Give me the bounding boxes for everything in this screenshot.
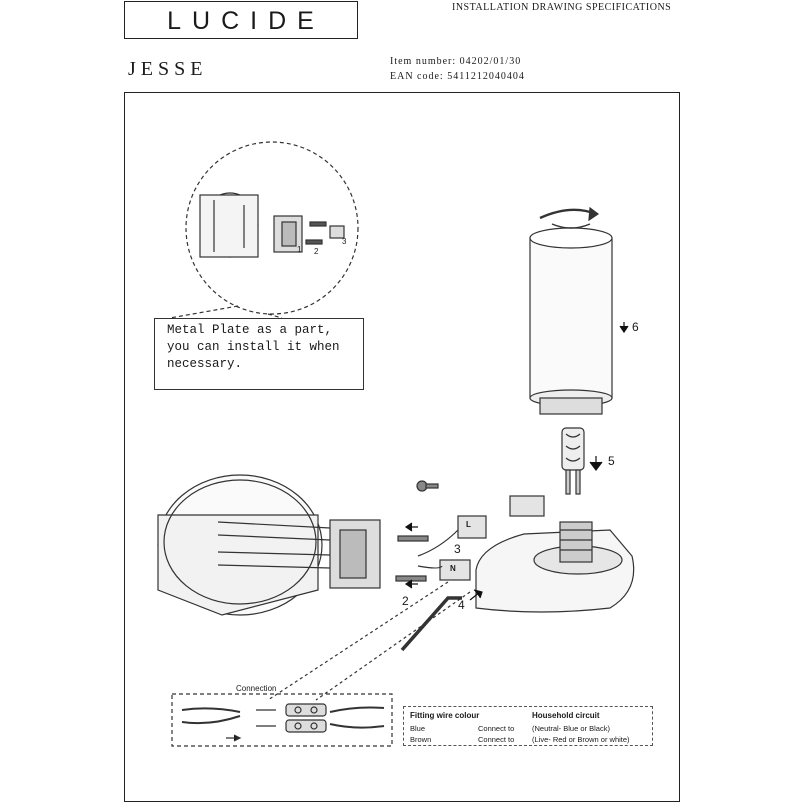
- ean-code: EAN code: 5411212040404: [390, 71, 525, 82]
- leader-line-left: [169, 305, 239, 319]
- inset-step-2: 2: [314, 247, 319, 256]
- wire-connect-brown: Connect to: [478, 735, 515, 744]
- fitting-header: Fitting wire colour: [410, 711, 480, 720]
- lucide-logo: LUCIDE: [124, 1, 358, 39]
- mounting-plate: [329, 519, 381, 589]
- wire-connect-blue: Connect to: [478, 724, 515, 733]
- wire-circuit-live: (Live- Red or Brown or white): [532, 735, 630, 744]
- inset-step-3: 3: [342, 237, 347, 246]
- inset-screws: [305, 221, 345, 245]
- inset-step-1: 1: [297, 245, 302, 254]
- rotate-arrow-icon: [539, 206, 600, 229]
- step-3-label: 3: [454, 542, 461, 556]
- wall-mounting-box: [157, 474, 331, 616]
- logo-text: LUCIDE: [167, 7, 325, 35]
- screws: [395, 480, 439, 582]
- inset-mounting-box: [199, 192, 303, 258]
- step-4-label: 4: [458, 598, 465, 612]
- shade-cylinder: [529, 227, 613, 415]
- direction-arrows: [404, 322, 629, 601]
- wire-colour-blue: Blue: [410, 724, 426, 733]
- metal-plate-note: Metal Plate as a part, you can install i…: [154, 318, 364, 390]
- step-2-label: 2: [402, 594, 409, 608]
- detail-circle: [185, 141, 359, 315]
- connection-leader-1: [267, 581, 449, 701]
- drawing-frame: [124, 92, 680, 802]
- step-5-label: 5: [608, 454, 615, 468]
- product-name: JESSE: [128, 58, 208, 80]
- g9-bulb: [561, 427, 585, 495]
- wire-circuit-neutral: (Neutral- Blue or Black): [532, 724, 610, 733]
- connection-title: Connection: [236, 684, 277, 693]
- leader-line-right: [267, 313, 283, 319]
- connection-detail: [171, 693, 393, 747]
- terminal-blocks: [417, 495, 545, 581]
- spec-title: INSTALLATION DRAWING SPECIFICATIONS: [452, 2, 672, 13]
- terminal-n-label: N: [450, 564, 456, 573]
- terminal-l-label: L: [466, 520, 471, 529]
- note-line-1: Metal Plate as a part,: [167, 323, 333, 337]
- wire-colour-brown: Brown: [410, 735, 432, 744]
- lamp-body: [475, 521, 635, 613]
- note-line-2: you can install it when: [167, 340, 340, 354]
- wire-colour-table: Fitting wire colour Household circuit Bl…: [403, 706, 653, 746]
- allen-key: [400, 596, 462, 652]
- step-6-label: 6: [632, 320, 639, 334]
- item-number: Item number: 04202/01/30: [390, 56, 522, 67]
- note-line-3: necessary.: [167, 357, 243, 371]
- household-header: Household circuit: [532, 711, 600, 720]
- connection-leader-2: [315, 591, 471, 701]
